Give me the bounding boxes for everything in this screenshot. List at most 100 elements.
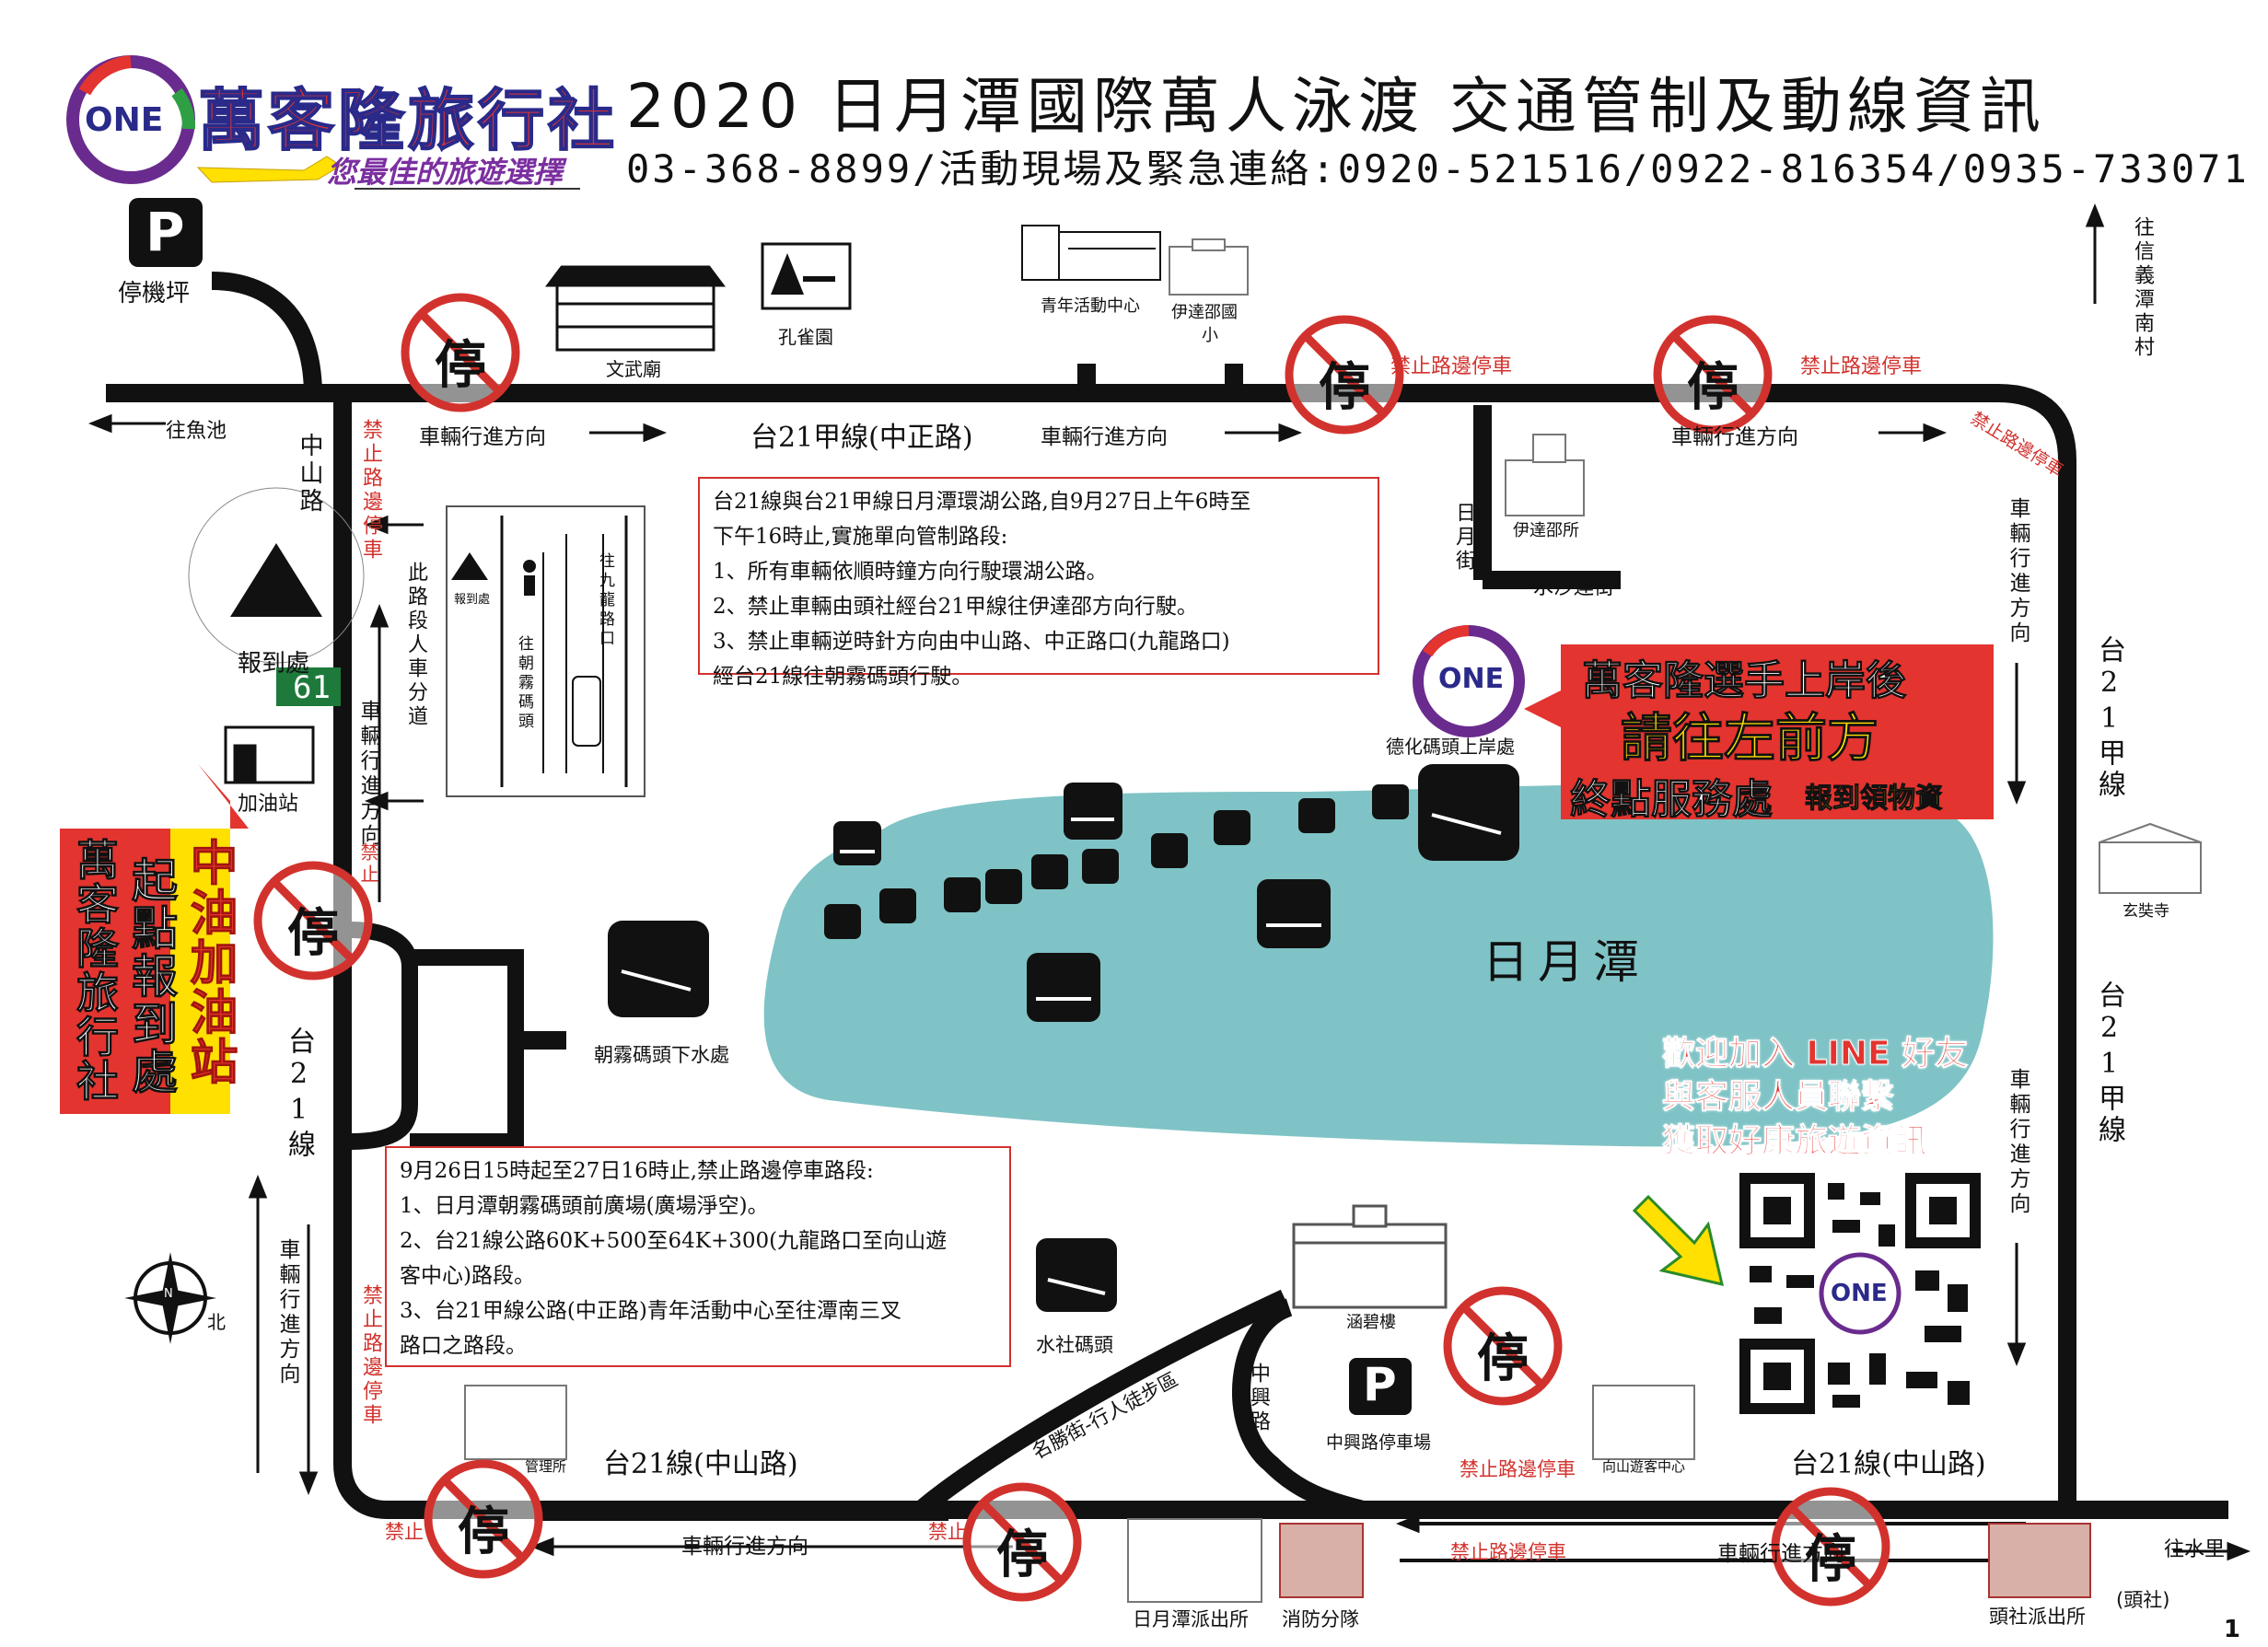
label-xuanzang: 玄奘寺 [2123, 902, 2169, 921]
swimmer-icon [1298, 798, 1335, 833]
label-vehicle-dir: 車輛行進方向 [1717, 1542, 1844, 1566]
label-vehicle-dir: 車輛行進方向 [275, 1238, 299, 1387]
swimmer-icon [944, 877, 981, 912]
road-zhongxing [1231, 1298, 1366, 1519]
label-lake: 日月潭 [1483, 935, 1648, 989]
label-toushe-police: 頭社派出所 [1989, 1606, 2086, 1628]
label-21a-right-b: 台21甲線 [2093, 980, 2125, 1146]
label-ped-separation: 此路段人車分道 [404, 562, 427, 729]
label-vehicle-dir: 車輛行進方向 [1671, 425, 1798, 449]
label-school-b: 小 [1202, 326, 1218, 345]
finish-callout-line1: 萬客隆選手上岸後 [1582, 657, 1907, 705]
infobox-line: 3、禁止車輛逆時針方向由中山路、中正路口(九龍路口) [713, 630, 1230, 654]
activity-icons [608, 764, 1519, 1312]
label-no-roadside-parking: 禁止路邊停車 [1800, 355, 1923, 378]
swimmer-icon [1151, 833, 1188, 868]
route-61-badge [276, 667, 341, 706]
infobox-line: 客中心)路段。 [400, 1264, 535, 1288]
label-no-short: 禁止 [928, 1521, 967, 1543]
no-parking-glyph: 停 [996, 1525, 1048, 1585]
label-vehicle-dir: 車輛行進方向 [681, 1535, 808, 1559]
label-no-roadside-parking: 禁止路邊停車 [359, 1284, 382, 1428]
building-youth-center [1021, 225, 1161, 281]
boat-ramp-icon [1036, 1238, 1117, 1312]
label-to-fish-pond: 往魚池 [166, 420, 227, 443]
label-zhongxing-road: 中興路 [1247, 1363, 1270, 1434]
no-parking-icon [1285, 315, 1404, 435]
registration-area [188, 487, 365, 664]
label-no-roadside-parking: 禁止路邊停車 [1460, 1458, 1576, 1480]
finish-callout-line3: 終點服務處 [1570, 776, 1774, 824]
label-airport-parking: 停機坪 [118, 280, 191, 307]
label-21a-top: 台21甲線(中正路) [750, 422, 973, 454]
compass-n: N [164, 1287, 173, 1301]
start-callout-yellow [170, 829, 230, 1114]
label-no-roadside-parking: 禁止路邊停車 [1450, 1541, 1566, 1563]
no-parking-icon [424, 1459, 543, 1579]
activity-icon-marks [621, 813, 1502, 1295]
sun-moon-lake [763, 783, 1994, 1147]
label-registration-small: 報到處 [454, 593, 491, 607]
no-parking-icon [962, 1482, 1082, 1602]
infobox-line: 下午16時止,實施單向管制路段: [713, 525, 1008, 549]
label-peacock-garden: 孔雀園 [778, 326, 833, 348]
no-parking-icon [1443, 1286, 1563, 1406]
building-office [1505, 434, 1585, 516]
building-xuanzang [2099, 822, 2202, 894]
label-21-bottom-left: 台21線(中山路) [603, 1448, 798, 1480]
no-parking-icon [1771, 1487, 1890, 1606]
route-61-label: 61 [293, 669, 331, 706]
label-management: 管理所 [525, 1458, 567, 1475]
infobox-line: 經台21線往朝霧碼頭行駛。 [713, 665, 973, 689]
infobox-line: 2、台21線公路60K+500至64K+300(九龍路口至向山遊 [400, 1229, 948, 1253]
label-vehicle-dir: 車輛行進方向 [419, 425, 546, 449]
road-21-left [333, 396, 2228, 1519]
label-riyue-st: 日月街 [1452, 502, 1475, 574]
no-parking-glyph: 停 [1805, 1530, 1856, 1590]
label-gas-station: 加油站 [238, 793, 299, 816]
infobox-one-way-control: 台21線與台21甲線日月潭環湖公路,自9月27日上午6時至 下午16時止,實施單… [698, 477, 1379, 689]
no-parking-icon [1653, 315, 1773, 435]
label-no-short: 禁止 [385, 1521, 424, 1543]
parking-letter: P [1363, 1358, 1397, 1411]
compass-label: 北 [207, 1311, 226, 1333]
no-parking-glyph: 停 [1319, 358, 1370, 418]
swimmer-icon [1372, 784, 1409, 819]
label-registration: 報到處 [238, 650, 310, 678]
label-temple: 文武廟 [606, 358, 661, 380]
label-no-roadside-parking: 禁止路邊停車 [1390, 355, 1513, 378]
line-promo-1: 歡迎加入 LINE 好友 [1661, 1035, 1969, 1073]
swimmer-icon [1082, 849, 1119, 884]
logo-icon-header [66, 55, 195, 184]
label-xiangshan: 向山遊客中心 [1602, 1458, 1686, 1475]
finish-logo-text: ONE [1438, 663, 1505, 695]
building-management [464, 1385, 1695, 1460]
no-parking-glyph: 停 [435, 336, 486, 396]
airplane-icon [196, 156, 342, 183]
label-vehicle-dir: 車輛行進方向 [2006, 1068, 2030, 1217]
plaza-loop [349, 922, 524, 1150]
label-zhongshan-road: 中山路 [296, 433, 323, 516]
canoe-icon [1064, 783, 1122, 840]
road-21-bottom [534, 1289, 1289, 1519]
start-callout-col3: 中油加油站 [181, 838, 238, 1087]
swimmer-icon [1214, 810, 1250, 845]
building-police-fire [1127, 1518, 2091, 1603]
label-no-roadside-parking: 禁止路邊停車 [359, 419, 382, 563]
canoe-icon [1257, 879, 1331, 948]
building-school [1169, 238, 1249, 296]
start-callout-col1: 萬客隆旅行社 [70, 838, 121, 1104]
brand-slogan: 您最佳的旅遊選擇 [327, 155, 564, 190]
label-school-a: 伊達邵國 [1171, 303, 1238, 322]
infobox-no-parking: 9月26日15時起至27日16時止,禁止路邊停車路段: 1、日月潭朝霧碼頭前廣場… [385, 1146, 1011, 1367]
label-hanbi: 涵碧樓 [1346, 1313, 1396, 1332]
road-21a-top [106, 384, 2076, 1510]
building-hanbi [1292, 1204, 1448, 1309]
qr-code-icon [1739, 1173, 1981, 1414]
label-youth-center: 青年活動中心 [1041, 296, 1140, 316]
finish-callout-line2: 請往左前方 [1621, 709, 1879, 770]
no-parking-glyph: 停 [458, 1502, 509, 1562]
label-police: 日月潭派出所 [1133, 1608, 1249, 1630]
start-callout-col2: 起點報到處 [124, 856, 179, 1096]
